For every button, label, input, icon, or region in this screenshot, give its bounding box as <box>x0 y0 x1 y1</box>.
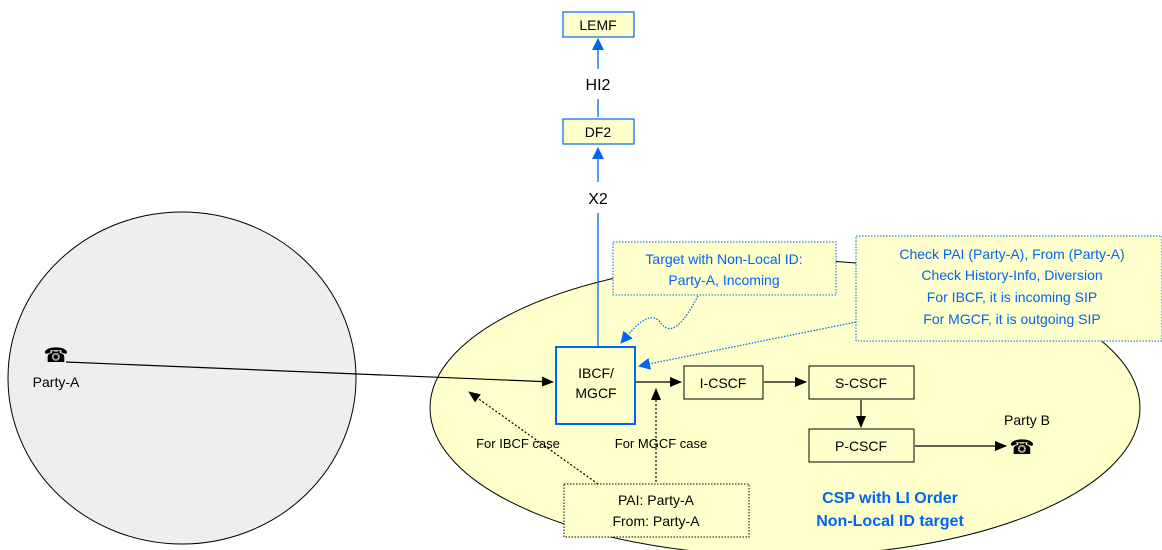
ibcf-label-line1: IBCF/ <box>578 365 614 381</box>
check-note-line3: For IBCF, it is incoming SIP <box>927 289 1097 305</box>
pcscf-label: P-CSCF <box>835 438 887 454</box>
pcscf-box <box>808 428 915 463</box>
df2-box <box>562 118 635 145</box>
check-note-pointer <box>638 321 857 370</box>
party-a-telephone-icon: ☎ <box>44 345 69 367</box>
lemf-label: LEMF <box>579 17 616 33</box>
csp-title-line1: CSP with LI Order <box>822 490 958 507</box>
pai-note-line2: From: Party-A <box>612 513 700 529</box>
check-note-box <box>855 235 1162 342</box>
external-network-ellipse <box>7 211 357 545</box>
icscf-box <box>683 365 764 400</box>
ibcf-case-label: For IBCF case <box>476 436 560 451</box>
check-note-line4: For MGCF, it is outgoing SIP <box>923 311 1100 327</box>
ibcf-mgcf-box <box>555 346 636 425</box>
ibcf-label-line2: MGCF <box>575 385 616 401</box>
x2-label: X2 <box>588 191 608 208</box>
target-note-line1: Target with Non-Local ID: <box>645 251 802 267</box>
ibcf-case-pointer <box>468 391 599 485</box>
check-note-line2: Check History-Info, Diversion <box>921 267 1102 283</box>
party-b-telephone-icon: ☎ <box>1010 437 1035 459</box>
csp-title-line2: Non-Local ID target <box>816 513 964 530</box>
hi2-label: HI2 <box>586 77 611 94</box>
pai-note-line1: PAI: Party-A <box>618 492 695 508</box>
check-note-line1: Check PAI (Party-A), From (Party-A) <box>899 246 1124 262</box>
scscf-box <box>808 365 915 400</box>
party-b-label: Party B <box>1004 412 1050 428</box>
lemf-box <box>562 11 635 38</box>
df2-label: DF2 <box>585 124 612 140</box>
mgcf-case-label: For MGCF case <box>615 436 707 451</box>
scscf-label: S-CSCF <box>835 375 887 391</box>
party-a-label: Party-A <box>33 374 80 390</box>
target-note-box <box>612 241 837 296</box>
pai-note-box <box>563 483 750 538</box>
target-note-line2: Party-A, Incoming <box>668 272 779 288</box>
party-a-to-ibcf-arrow <box>65 361 554 387</box>
icscf-label: I-CSCF <box>700 375 747 391</box>
